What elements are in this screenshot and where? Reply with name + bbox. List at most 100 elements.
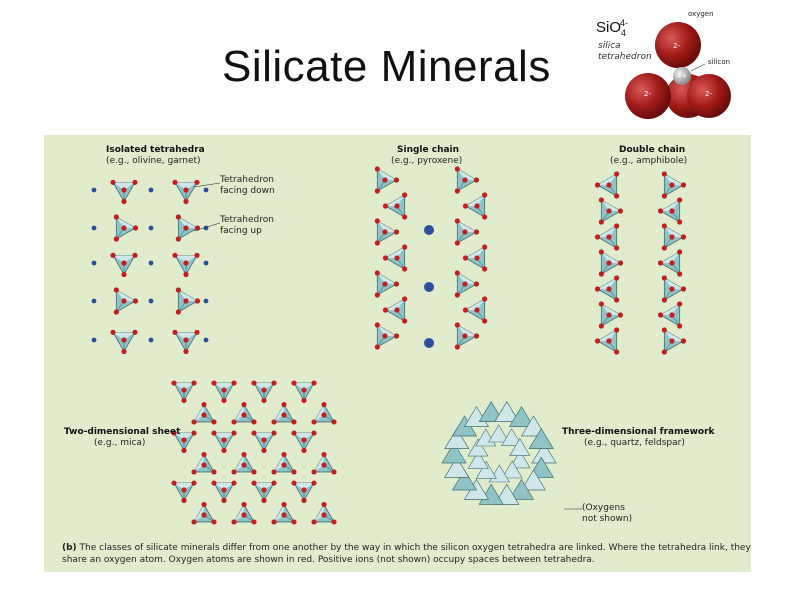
cation-dot: [424, 282, 434, 292]
framework-tetrahedron: [467, 438, 489, 457]
framework-tetrahedron: [508, 405, 535, 427]
tetrahedron-face: [314, 504, 324, 522]
oxygen-atom: [175, 214, 181, 220]
framework-tetrahedron: [467, 450, 489, 469]
oxygen-atom: [251, 480, 257, 486]
oxygen-atom: [221, 487, 227, 493]
cation-dot: [148, 337, 154, 343]
oxygen-atom: [271, 419, 277, 425]
oxygen-atom: [482, 266, 488, 272]
oxygen-atom: [311, 469, 317, 475]
oxygen-atom: [121, 198, 127, 205]
oxygen-atom: [454, 218, 460, 224]
oxygen-atom: [657, 312, 664, 318]
oxygen-atom: [394, 255, 400, 261]
framework-tetrahedron: [494, 483, 520, 505]
oxygen-atom: [301, 447, 307, 454]
oxygen-atom: [606, 208, 612, 214]
tetrahedron-face: [465, 195, 485, 206]
framework-tetrahedron: [494, 400, 520, 422]
framework-tetrahedron: [528, 427, 554, 449]
oxygen-atom: [394, 203, 400, 209]
tetrahedron-face: [314, 454, 324, 472]
cation-dot: [424, 338, 434, 348]
tetrahedron-face: [385, 299, 405, 310]
oxygen-atom: [677, 301, 683, 307]
oxygen-atom: [473, 229, 480, 235]
oxygen-atom: [393, 177, 400, 183]
example-three-dimensional-framework: (e.g., quartz, feldspar): [584, 438, 685, 448]
oxygen-atom: [677, 249, 683, 255]
oxygen-atom: [121, 260, 127, 266]
tetrahedron-face: [294, 383, 314, 390]
oxygen-atom: [311, 480, 317, 486]
oxygen-atom: [454, 292, 460, 298]
oxygen-atom: [462, 307, 469, 313]
oxygen-atom: [171, 430, 177, 436]
oxygen-atom: [661, 349, 667, 355]
oxygen-atom: [201, 401, 207, 408]
oxygen-atom: [231, 469, 237, 475]
tetrahedron-face: [377, 273, 397, 284]
framework-tetrahedron: [509, 450, 531, 469]
oxygen-atom-top: [655, 22, 701, 68]
oxygen-atom: [402, 266, 408, 272]
oxygen-atom: [271, 480, 277, 486]
oxygen-atom: [301, 397, 307, 404]
oxygen-atom: [183, 271, 189, 278]
oxygen-atom: [261, 447, 267, 454]
oxygen-atom: [680, 234, 687, 240]
oxygen-atom: [211, 380, 217, 386]
tetrahedron-face: [214, 433, 234, 440]
framework-tetrahedron: [441, 442, 467, 464]
oxygen-atom: [183, 187, 189, 193]
oxygen-atom: [281, 512, 287, 518]
framework-tetrahedron: [451, 469, 478, 491]
oxygen-atom: [291, 430, 297, 436]
oxygen-atom: [311, 430, 317, 436]
oxygen-atom: [172, 329, 178, 335]
example-single-chain: (e.g., pyroxene): [391, 156, 463, 166]
tetrahedron-face: [597, 330, 617, 341]
cation-dot: [91, 225, 97, 231]
oxygen-atom: [291, 380, 297, 386]
heading-single-chain: Single chain: [397, 145, 460, 155]
oxygen-atom: [374, 218, 380, 224]
oxygen-label: oxygen: [688, 10, 714, 18]
oxygen-atom: [221, 387, 227, 393]
oxygen-atom: [181, 487, 187, 493]
oxygen-atom: [201, 501, 207, 508]
oxygen-atom: [382, 203, 389, 209]
oxygen-atom: [132, 252, 138, 258]
oxygen-atom: [321, 412, 327, 418]
oxygen-atom: [231, 419, 237, 425]
oxygen-atom: [121, 348, 127, 355]
oxygen-atom: [183, 225, 189, 231]
oxygen-atom: [482, 318, 488, 324]
oxygen-atom: [191, 480, 197, 486]
oxygen-atom: [680, 182, 687, 188]
oxygen-atom: [201, 462, 207, 468]
oxygen-atom: [606, 182, 612, 188]
oxygen-atom: [121, 271, 127, 278]
oxygen-atom: [661, 245, 667, 251]
oxygen-atom: [473, 333, 480, 339]
oxygen-atom: [321, 462, 327, 468]
oxygen-atom: [183, 337, 189, 343]
oxygen-atom: [393, 229, 400, 235]
oxygen-atom: [454, 344, 460, 350]
oxygen-atom: [669, 286, 675, 292]
framework-tetrahedron: [501, 428, 523, 446]
oxygen-atom: [606, 234, 612, 240]
oxygen-atom: [221, 497, 227, 504]
silicate-structures-diagram: [91, 166, 687, 525]
oxygen-atom: [241, 512, 247, 518]
pointer-line: [193, 222, 221, 232]
tetrahedron-face: [113, 332, 135, 340]
oxygen-atom: [657, 260, 664, 266]
tetrahedron-face: [457, 169, 477, 180]
oxygen-atom: [261, 437, 267, 443]
oxygen-atom: [402, 296, 408, 302]
heading-double-chain: Double chain: [619, 145, 686, 155]
